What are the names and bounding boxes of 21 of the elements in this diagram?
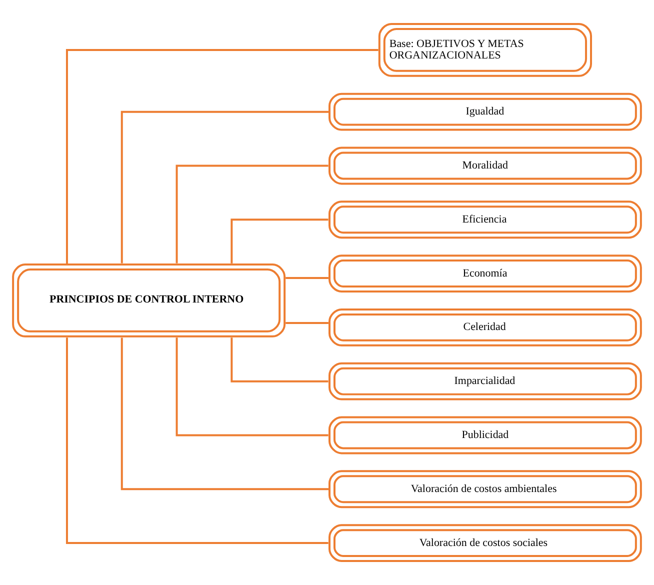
connector [120, 110, 328, 264]
node-box: Celeridad [328, 308, 642, 346]
node-box: PRINCIPIOS DE CONTROL INTERNO [12, 264, 286, 338]
connector [286, 322, 328, 324]
connector [230, 218, 328, 264]
node-box: Economía [328, 254, 642, 292]
connector [120, 338, 328, 490]
connector [176, 338, 328, 436]
node-box: Base: OBJETIVOS Y METAS ORGANIZACIONALES [378, 23, 592, 77]
connector [286, 277, 328, 280]
node-box: Valoración de costos sociales [328, 524, 642, 562]
connector [66, 48, 378, 264]
node-box: Igualdad [328, 92, 642, 131]
node-box: Valoración de costos ambientales [328, 470, 642, 508]
connector [230, 338, 328, 382]
connector [176, 164, 328, 264]
node-box: Eficiencia [328, 200, 642, 239]
node-box: Publicidad [328, 416, 642, 454]
connector [66, 338, 328, 544]
node-box: Imparcialidad [328, 362, 642, 400]
node-box: Moralidad [328, 146, 642, 185]
